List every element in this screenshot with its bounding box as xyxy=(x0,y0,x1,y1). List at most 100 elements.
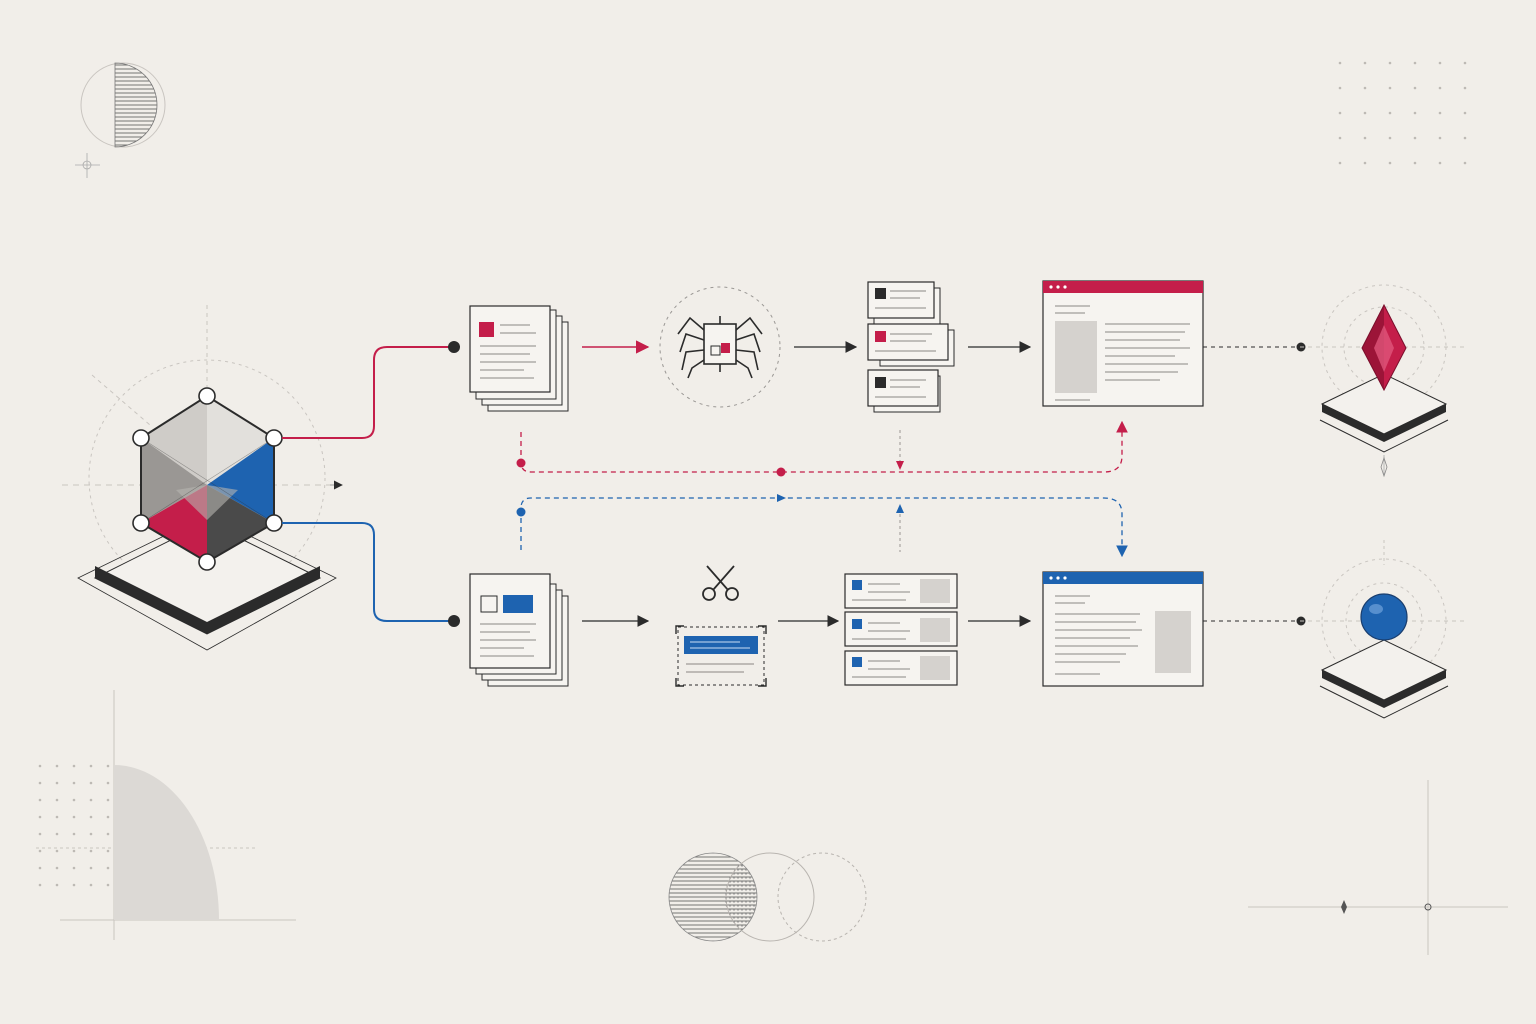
spider-legs xyxy=(677,316,763,379)
decor-dot xyxy=(106,781,110,785)
browser-window-bottom[interactable] xyxy=(1042,571,1204,687)
decor-dot xyxy=(1463,136,1467,140)
decor-dot xyxy=(1388,136,1392,140)
decor-dot xyxy=(38,849,42,853)
decor-dot xyxy=(89,883,93,887)
decor-dot xyxy=(1463,161,1467,165)
decor-dot xyxy=(38,883,42,887)
decor-half-moon-hatched xyxy=(75,62,166,178)
decor-dot xyxy=(106,798,110,802)
decor-dot xyxy=(72,849,76,853)
decor-dot xyxy=(1438,161,1442,165)
decor-dot xyxy=(55,798,59,802)
browser-titlebar-blue xyxy=(1043,572,1203,584)
image-placeholder xyxy=(1155,611,1191,673)
cross-link-blue-dashed xyxy=(516,494,1128,558)
decor-dot xyxy=(106,832,110,836)
decor-dot xyxy=(1413,86,1417,90)
blue-block-marker xyxy=(503,595,533,613)
decor-dot-grid-top-right xyxy=(1338,61,1467,165)
decor-dot xyxy=(89,849,93,853)
decor-dot xyxy=(1363,86,1367,90)
decor-dot xyxy=(1463,61,1467,65)
document-stack-bottom[interactable] xyxy=(469,573,569,687)
record-list[interactable] xyxy=(844,573,958,686)
decor-dot xyxy=(1413,136,1417,140)
decor-dot xyxy=(1388,86,1392,90)
decor-dot xyxy=(55,832,59,836)
decor-dot xyxy=(55,781,59,785)
decor-dot xyxy=(1388,161,1392,165)
cross-link-red-dashed xyxy=(516,420,1128,477)
decor-dot xyxy=(1388,61,1392,65)
decor-dot xyxy=(1338,61,1342,65)
decor-dot xyxy=(55,764,59,768)
list-item[interactable] xyxy=(844,650,958,686)
red-square-marker xyxy=(479,322,494,337)
browser-titlebar-red xyxy=(1043,281,1203,293)
outline-square-marker xyxy=(480,595,498,613)
extracted-records[interactable] xyxy=(867,281,955,413)
gem-output[interactable] xyxy=(1300,284,1468,478)
gem-platform xyxy=(1319,373,1449,453)
decor-dot xyxy=(72,798,76,802)
decor-dot xyxy=(1413,61,1417,65)
decor-dot xyxy=(1463,86,1467,90)
decor-dot xyxy=(1438,61,1442,65)
decor-dot xyxy=(38,866,42,870)
decor-crosshair-lines-bottom-right xyxy=(1248,780,1508,955)
decor-dot xyxy=(1438,136,1442,140)
red-gem-icon xyxy=(1361,303,1407,392)
decor-dot xyxy=(89,815,93,819)
decor-dot xyxy=(1413,161,1417,165)
decor-dot xyxy=(55,849,59,853)
scissors-icon xyxy=(702,565,739,601)
blue-sphere-icon xyxy=(1360,593,1408,641)
decor-dot xyxy=(106,883,110,887)
browser-window-top[interactable] xyxy=(1042,280,1204,407)
decor-dot xyxy=(89,832,93,836)
record-card-1[interactable] xyxy=(867,281,941,325)
connector-source-to-bottom-row xyxy=(282,522,460,627)
decor-dot xyxy=(72,883,76,887)
decor-dot xyxy=(55,866,59,870)
crawler-spider[interactable] xyxy=(659,286,781,408)
decor-dot xyxy=(106,764,110,768)
record-card-2[interactable] xyxy=(867,323,955,367)
decor-dot xyxy=(1363,161,1367,165)
decor-dot xyxy=(1363,136,1367,140)
decor-dot xyxy=(72,866,76,870)
decor-dot xyxy=(1338,86,1342,90)
sphere-output[interactable] xyxy=(1300,540,1468,719)
decor-dot xyxy=(89,781,93,785)
decor-overlapping-circles xyxy=(668,852,867,942)
list-item[interactable] xyxy=(844,611,958,647)
decor-dot xyxy=(38,781,42,785)
record-card-3[interactable] xyxy=(867,369,941,413)
decor-dot xyxy=(38,798,42,802)
decor-dot xyxy=(1413,111,1417,115)
decor-dot xyxy=(1363,61,1367,65)
decor-dot xyxy=(55,883,59,887)
decor-dot-grid-bottom-left xyxy=(38,764,110,887)
window-controls[interactable] xyxy=(1049,576,1067,580)
hexagon-source-node[interactable] xyxy=(62,305,343,651)
decor-dot xyxy=(1338,136,1342,140)
list-item[interactable] xyxy=(844,573,958,609)
decor-dot xyxy=(1338,161,1342,165)
decor-dot xyxy=(38,815,42,819)
decor-dot xyxy=(106,815,110,819)
sphere-platform xyxy=(1319,639,1449,719)
window-controls[interactable] xyxy=(1049,285,1067,289)
scissors-clipping[interactable] xyxy=(675,565,767,687)
decor-dot xyxy=(1463,111,1467,115)
decor-dot xyxy=(1363,111,1367,115)
decor-dot xyxy=(89,866,93,870)
clipped-blue-block xyxy=(684,636,758,654)
decor-dot xyxy=(106,866,110,870)
hexagon-vertex-handles[interactable] xyxy=(132,387,283,571)
document-stack-top[interactable] xyxy=(469,305,569,412)
connector-source-to-top-row xyxy=(282,341,460,439)
